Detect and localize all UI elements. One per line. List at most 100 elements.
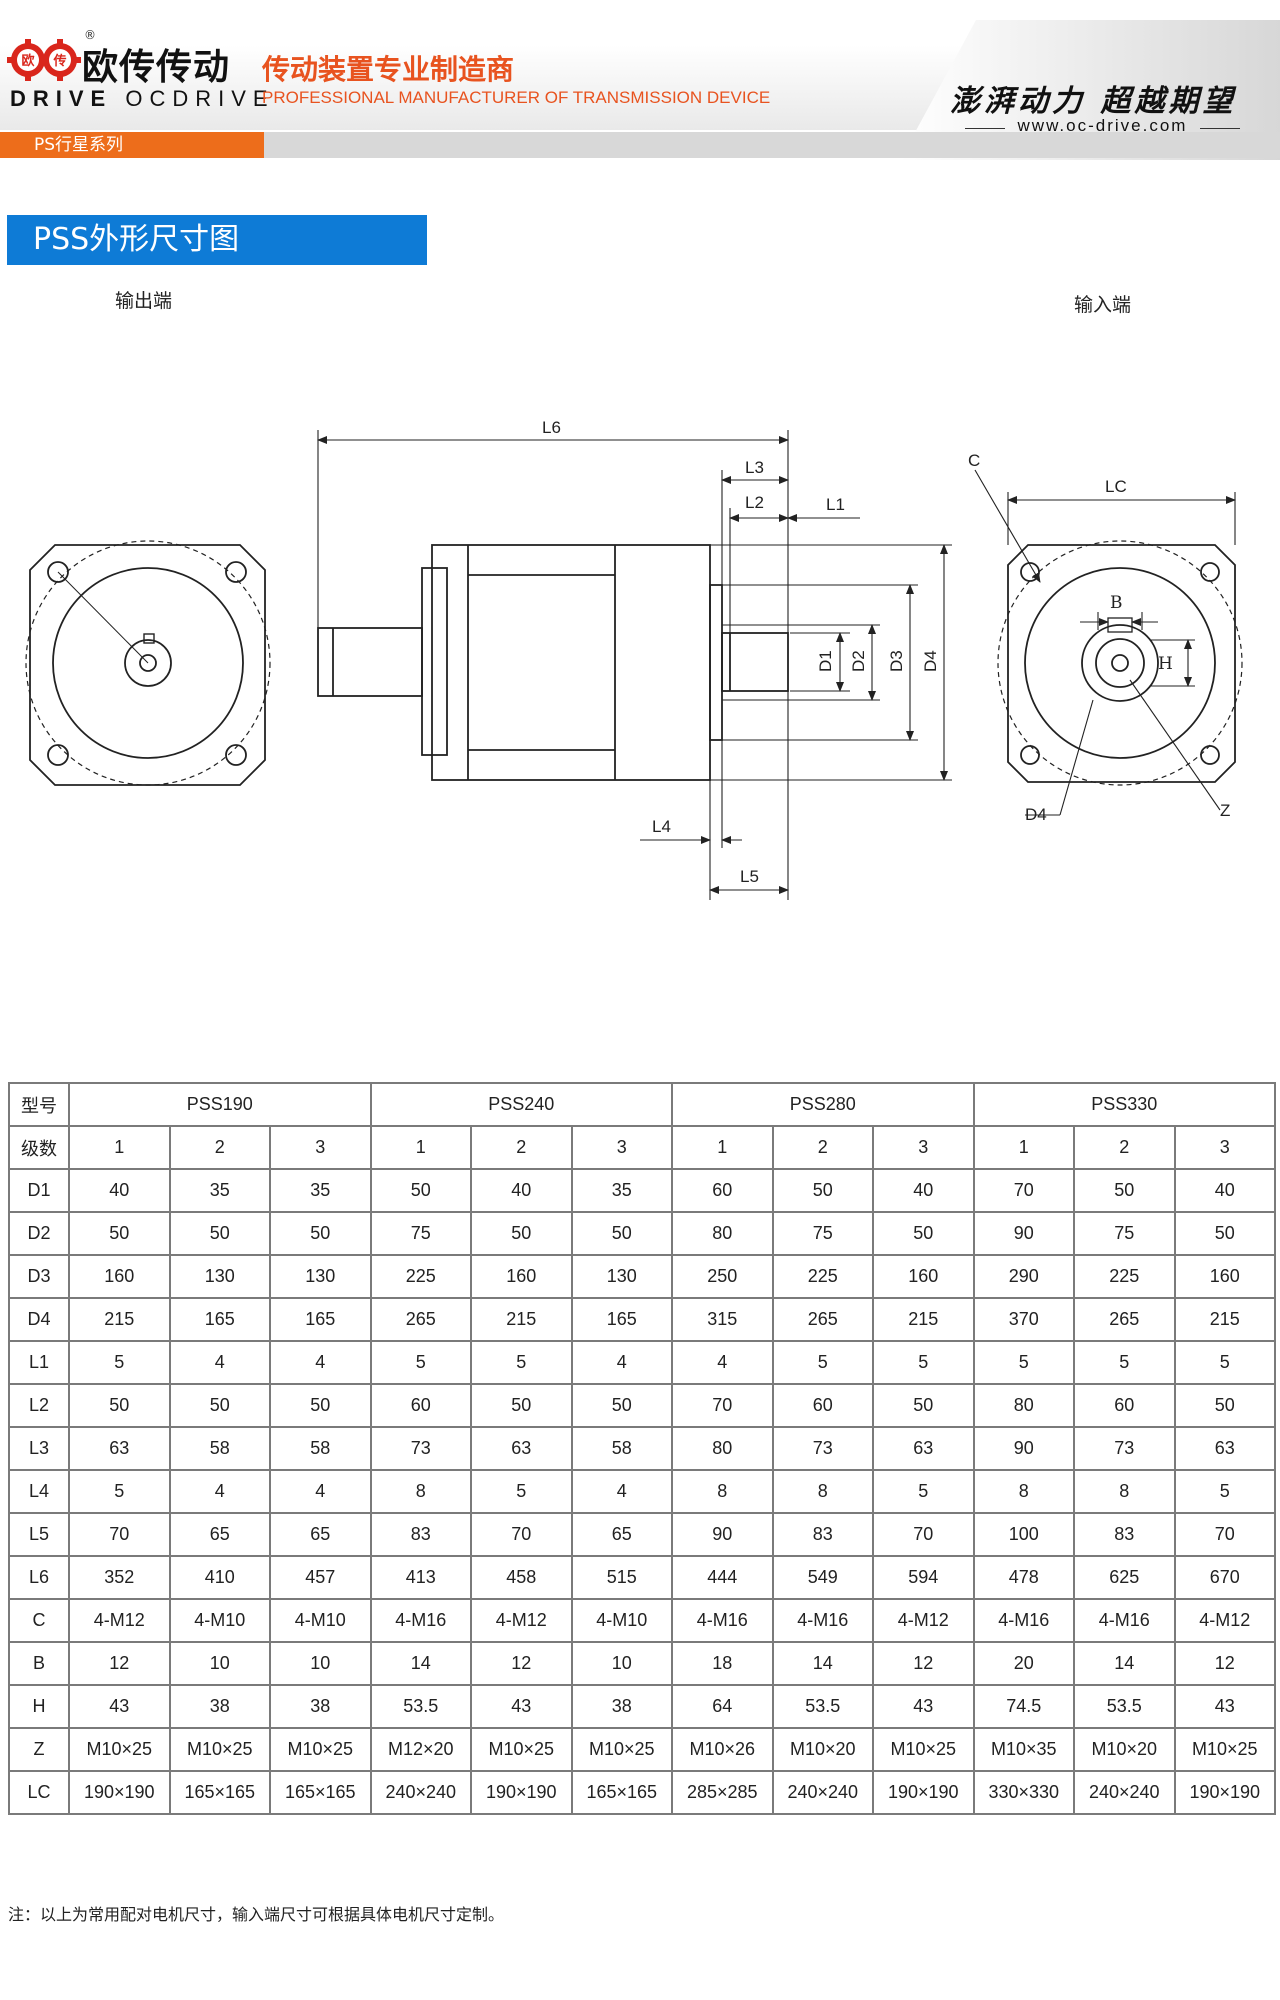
table-cell: 38 (570, 1684, 673, 1729)
table-cell: 74.5 (972, 1684, 1075, 1729)
table-cell: 50 (1173, 1383, 1276, 1428)
table-cell: 5 (1073, 1340, 1176, 1385)
stage-number: 1 (369, 1125, 472, 1170)
table-cell: 5 (68, 1340, 171, 1385)
table-cell: 4-M16 (369, 1598, 472, 1643)
table-cell: 370 (972, 1297, 1075, 1342)
table-cell: 478 (972, 1555, 1075, 1600)
table-cell: 53.5 (771, 1684, 874, 1729)
table-cell: 165×165 (168, 1770, 271, 1815)
row-label: D4 (8, 1297, 70, 1342)
dim-label-d4: D4 (921, 650, 940, 672)
dim-label-l2: L2 (745, 493, 764, 512)
row-label: LC (8, 1770, 70, 1815)
table-cell: M10×25 (872, 1727, 975, 1772)
table-cell: 20 (972, 1641, 1075, 1686)
table-cell: 160 (1173, 1254, 1276, 1299)
dimension-labels: L6 L3 L2 L1 L4 L5 D1 D2 D3 D4 C LC B H D… (542, 418, 1230, 886)
table-cell: 12 (470, 1641, 573, 1686)
table-cell: 60 (1073, 1383, 1176, 1428)
table-cell: 65 (269, 1512, 372, 1557)
model-name: PSS330 (972, 1082, 1276, 1127)
table-cell: 8 (369, 1469, 472, 1514)
dim-label-lc: LC (1105, 477, 1127, 496)
table-cell: 670 (1173, 1555, 1276, 1600)
row-label: Z (8, 1727, 70, 1772)
table-cell: 50 (1173, 1211, 1276, 1256)
table-cell: 8 (771, 1469, 874, 1514)
table-cell: 12 (872, 1641, 975, 1686)
table-cell: 50 (1073, 1168, 1176, 1213)
table-cell: 38 (269, 1684, 372, 1729)
table-cell: 160 (470, 1254, 573, 1299)
table-cell: 130 (570, 1254, 673, 1299)
dim-label-l4: L4 (652, 817, 671, 836)
table-cell: 4-M10 (269, 1598, 372, 1643)
dim-label-l6: L6 (542, 418, 561, 437)
row-label: D2 (8, 1211, 70, 1256)
table-cell: 458 (470, 1555, 573, 1600)
table-cell: 130 (269, 1254, 372, 1299)
table-cell: 5 (872, 1340, 975, 1385)
table-cell: 160 (872, 1254, 975, 1299)
table-cell: 4-M10 (168, 1598, 271, 1643)
table-cell: 50 (470, 1211, 573, 1256)
row-label: L6 (8, 1555, 70, 1600)
table-cell: 38 (168, 1684, 271, 1729)
table-cell: M10×20 (1073, 1727, 1176, 1772)
logo-glyph-bottom: 传 (52, 53, 66, 69)
stage-number: 2 (168, 1125, 271, 1170)
table-cell: 8 (972, 1469, 1075, 1514)
model-name: PSS190 (68, 1082, 372, 1127)
table-cell: 65 (570, 1512, 673, 1557)
table-cell: 4-M10 (570, 1598, 673, 1643)
table-cell: 4-M12 (1173, 1598, 1276, 1643)
dim-label-l3: L3 (745, 458, 764, 477)
table-cell: 35 (168, 1168, 271, 1213)
table-cell: 43 (1173, 1684, 1276, 1729)
table-cell: 250 (671, 1254, 774, 1299)
table-cell: 4-M12 (68, 1598, 171, 1643)
table-cell: 549 (771, 1555, 874, 1600)
table-cell: 43 (68, 1684, 171, 1729)
table-cell: 190×190 (470, 1770, 573, 1815)
dim-label-d3: D3 (887, 650, 906, 672)
table-cell: 8 (671, 1469, 774, 1514)
table-cell: M12×20 (369, 1727, 472, 1772)
table-cell: 165 (269, 1297, 372, 1342)
table-cell: 58 (168, 1426, 271, 1471)
table-cell: 80 (671, 1426, 774, 1471)
table-cell: M10×25 (1173, 1727, 1276, 1772)
table-cell: 60 (771, 1383, 874, 1428)
table-cell: 80 (972, 1383, 1075, 1428)
table-cell: 5 (369, 1340, 472, 1385)
model-name: PSS240 (369, 1082, 673, 1127)
brand-name-en-bold: DRIVE (10, 86, 113, 111)
table-cell: 4-M16 (771, 1598, 874, 1643)
table-cell: 43 (872, 1684, 975, 1729)
table-cell: 63 (872, 1426, 975, 1471)
table-cell: 75 (1073, 1211, 1176, 1256)
table-cell: 10 (168, 1641, 271, 1686)
row-label: C (8, 1598, 70, 1643)
table-cell: 315 (671, 1297, 774, 1342)
table-cell: 65 (168, 1512, 271, 1557)
table-cell: 43 (470, 1684, 573, 1729)
table-cell: 73 (771, 1426, 874, 1471)
table-cell: 63 (1173, 1426, 1276, 1471)
table-cell: 75 (369, 1211, 472, 1256)
input-end-label: 输入端 (1074, 294, 1132, 316)
tagline-cn: 传动装置专业制造商 (262, 53, 515, 86)
table-cell: 4-M16 (972, 1598, 1075, 1643)
tagline-en: PROFESSIONAL MANUFACTURER OF TRANSMISSIO… (262, 88, 771, 107)
table-cell: 35 (570, 1168, 673, 1213)
dim-label-z: Z (1220, 801, 1230, 820)
input-dimension-lines (974, 469, 1236, 816)
table-cell: 53.5 (369, 1684, 472, 1729)
